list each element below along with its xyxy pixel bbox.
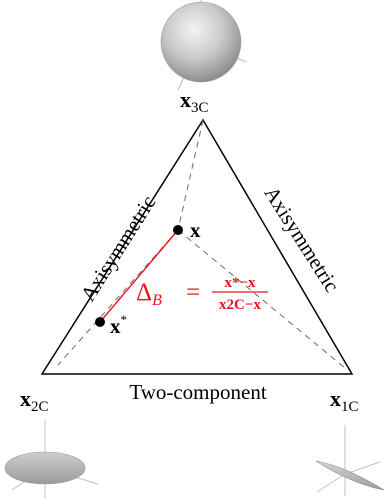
barycentric-triangle (40, 118, 354, 375)
vertex-label-2c: x2C (20, 386, 49, 415)
sphere-icon (160, 0, 247, 91)
vertex-label-3c: x3C (180, 87, 209, 116)
oblate-disc-icon (4, 420, 99, 498)
delta-b-segment (99, 229, 179, 323)
equals-sign: = (186, 279, 200, 306)
formula-denominator: x2C−x (219, 297, 261, 313)
point-xstar-label: x* (110, 312, 127, 338)
delta-symbol: ΔB (136, 279, 162, 309)
point-xstar (95, 317, 105, 327)
formula-numerator: x*−x (224, 275, 256, 291)
point-x (173, 225, 183, 235)
flat-needle-icon (315, 425, 385, 496)
vertex-label-1c: x1C (330, 386, 359, 415)
edge-label-bottom: Two-component (129, 380, 266, 404)
delta-b-formula: ΔB = x*−x x2C−x (136, 275, 268, 313)
point-x-label: x (190, 218, 201, 242)
dashed-guides (57, 119, 346, 369)
